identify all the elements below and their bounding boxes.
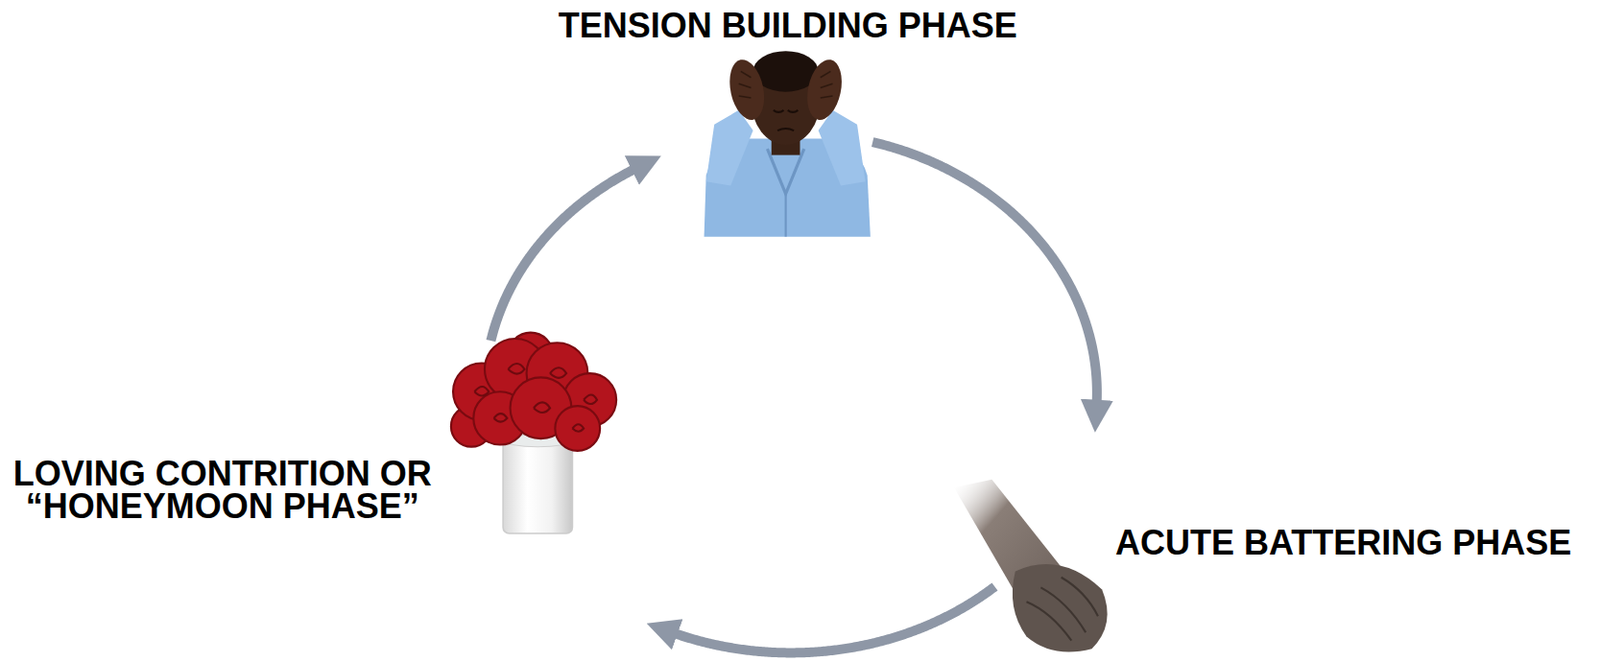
eyes [773,110,799,113]
phase-label: LOVING CONTRITION OR “HONEYMOON PHASE” [2,457,442,524]
left-sleeve [706,110,754,187]
mouth [777,128,794,131]
collar [766,148,804,194]
right-fingers [820,71,834,98]
cycle-arrow [670,586,995,653]
phase-node: LOVING CONTRITION OR “HONEYMOON PHASE” [449,341,623,536]
phase-label: ACUTE BATTERING PHASE [1115,526,1572,560]
distressed-man-photo [704,50,871,237]
fist-photo [954,479,1108,653]
left-fingers [739,71,752,98]
roses-in-vase-photo [451,333,617,534]
cycle-arrow [490,167,638,342]
phase-label: TENSION BUILDING PHASE [558,9,1018,43]
cycle-arrow [872,142,1098,406]
hair [753,50,819,93]
right-sleeve [818,110,866,187]
rose-heads [451,333,617,452]
fist [1012,564,1108,652]
rose-petal-swirls [474,363,598,432]
placket [785,193,788,238]
vase [502,436,573,534]
phase-node: ACUTE BATTERING PHASE [995,540,1113,662]
right-hand [802,56,848,123]
phase-node: TENSION BUILDING PHASE [693,50,873,237]
knuckle-lines [1026,577,1099,642]
left-hand [724,56,770,123]
